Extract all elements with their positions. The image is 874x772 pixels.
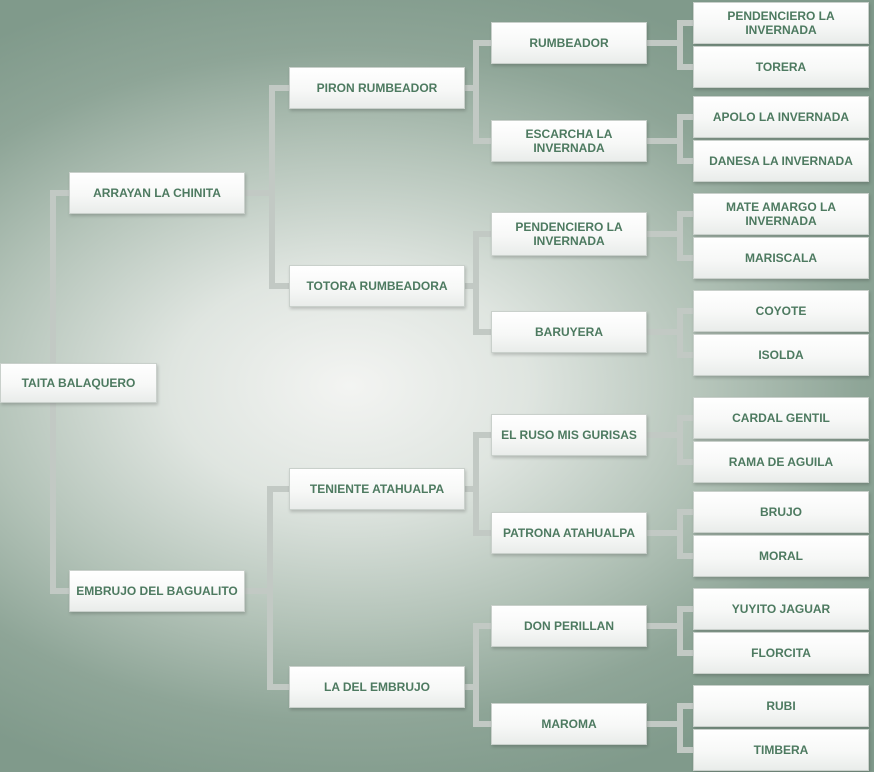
sire-dam[interactable]: TOTORA RUMBEADORA (289, 265, 465, 307)
gen4-ancestor[interactable]: APOLO LA INVERNADA (693, 96, 869, 138)
gen3-ancestor[interactable]: PATRONA ATAHUALPA (491, 512, 647, 554)
gen3-ancestor[interactable]: MAROMA (491, 703, 647, 745)
gen4-ancestor[interactable]: BRUJO (693, 491, 869, 533)
gen4-ancestor[interactable]: RUBI (693, 685, 869, 727)
gen4-ancestor[interactable]: DANESA LA INVERNADA (693, 140, 869, 182)
gen3-ancestor[interactable]: RUMBEADOR (491, 22, 647, 64)
subject-horse[interactable]: TAITA BALAQUERO (0, 363, 157, 403)
dam-dam[interactable]: LA DEL EMBRUJO (289, 666, 465, 708)
gen4-ancestor[interactable]: MARISCALA (693, 237, 869, 279)
gen4-ancestor[interactable]: ISOLDA (693, 334, 869, 376)
gen4-ancestor[interactable]: YUYITO JAGUAR (693, 588, 869, 630)
gen4-ancestor[interactable]: PENDENCIERO LA INVERNADA (693, 2, 869, 44)
gen4-ancestor[interactable]: FLORCITA (693, 632, 869, 674)
gen3-ancestor[interactable]: PENDENCIERO LA INVERNADA (491, 212, 647, 256)
gen4-ancestor[interactable]: MATE AMARGO LA INVERNADA (693, 193, 869, 235)
gen3-ancestor[interactable]: DON PERILLAN (491, 605, 647, 647)
gen4-ancestor[interactable]: MORAL (693, 535, 869, 577)
sire[interactable]: ARRAYAN LA CHINITA (69, 172, 245, 214)
dam[interactable]: EMBRUJO DEL BAGUALITO (69, 570, 245, 612)
gen3-ancestor[interactable]: ESCARCHA LA INVERNADA (491, 120, 647, 162)
gen3-ancestor[interactable]: BARUYERA (491, 311, 647, 353)
gen4-ancestor[interactable]: TORERA (693, 46, 869, 88)
gen4-ancestor[interactable]: TIMBERA (693, 729, 869, 771)
gen4-ancestor[interactable]: CARDAL GENTIL (693, 397, 869, 439)
gen4-ancestor[interactable]: RAMA DE AGUILA (693, 441, 869, 483)
sire-sire[interactable]: PIRON RUMBEADOR (289, 67, 465, 109)
gen4-ancestor[interactable]: COYOTE (693, 290, 869, 332)
gen3-ancestor[interactable]: EL RUSO MIS GURISAS (491, 414, 647, 456)
dam-sire[interactable]: TENIENTE ATAHUALPA (289, 468, 465, 510)
